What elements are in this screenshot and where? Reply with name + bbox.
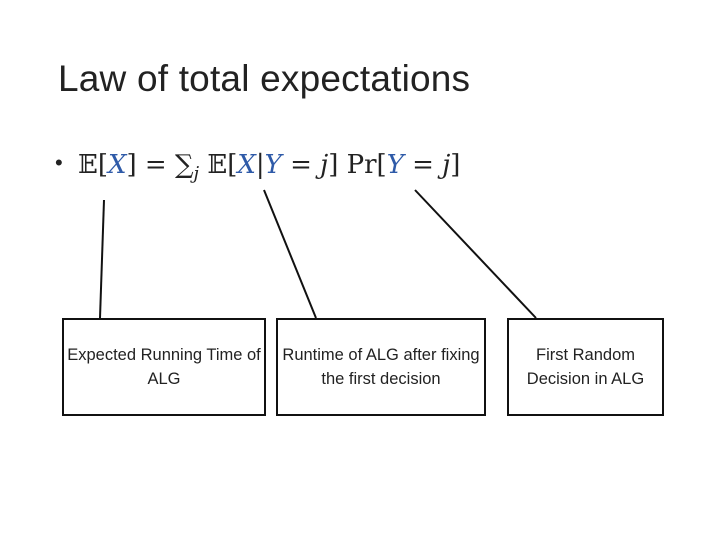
annotation-box-first-random-decision: First Random Decision in ALG — [507, 318, 664, 416]
sum-symbol: ∑ — [174, 150, 194, 180]
equals-sign: = — [136, 150, 175, 180]
annotation-label-runtime: Runtime of ALG after fixing the first de… — [282, 346, 480, 388]
variable-x: X — [107, 150, 127, 180]
equals-sign-3: = — [403, 150, 443, 180]
expectation-open: 𝔼[ — [78, 150, 108, 180]
index-j-2: j — [442, 150, 451, 180]
probability-close: ] — [450, 150, 461, 180]
expectation-close: ] — [126, 150, 137, 180]
conditional-expectation-open: 𝔼[ — [199, 150, 238, 180]
connector-line-probability — [414, 189, 537, 319]
annotation-box-expected-running-time: Expected Running Time of ALG — [62, 318, 266, 416]
index-j: j — [320, 150, 329, 180]
annotation-box-runtime-after-decision: Runtime of ALG after fixing the first de… — [276, 318, 486, 416]
bullet-marker: • — [55, 150, 63, 175]
slide-title: Law of total expectations — [58, 58, 471, 99]
sum-subscript: j — [193, 163, 200, 184]
connector-line-conditional — [263, 189, 317, 319]
variable-y-prob: Y — [386, 150, 404, 180]
annotation-label-decision: First Random Decision in ALG — [526, 346, 645, 388]
given-bar: | — [255, 150, 265, 180]
total-expectation-formula: 𝔼[X] = ∑j 𝔼[X|Y = j] Pr[Y = j] — [78, 150, 461, 184]
probability-open: ] Pr[ — [328, 150, 387, 180]
variable-y: Y — [264, 150, 282, 180]
equals-sign-2: = — [281, 150, 321, 180]
variable-x-conditional: X — [237, 150, 256, 180]
annotation-label-expected: Expected Running Time of ALG — [67, 346, 261, 388]
connector-line-expected — [99, 199, 105, 319]
